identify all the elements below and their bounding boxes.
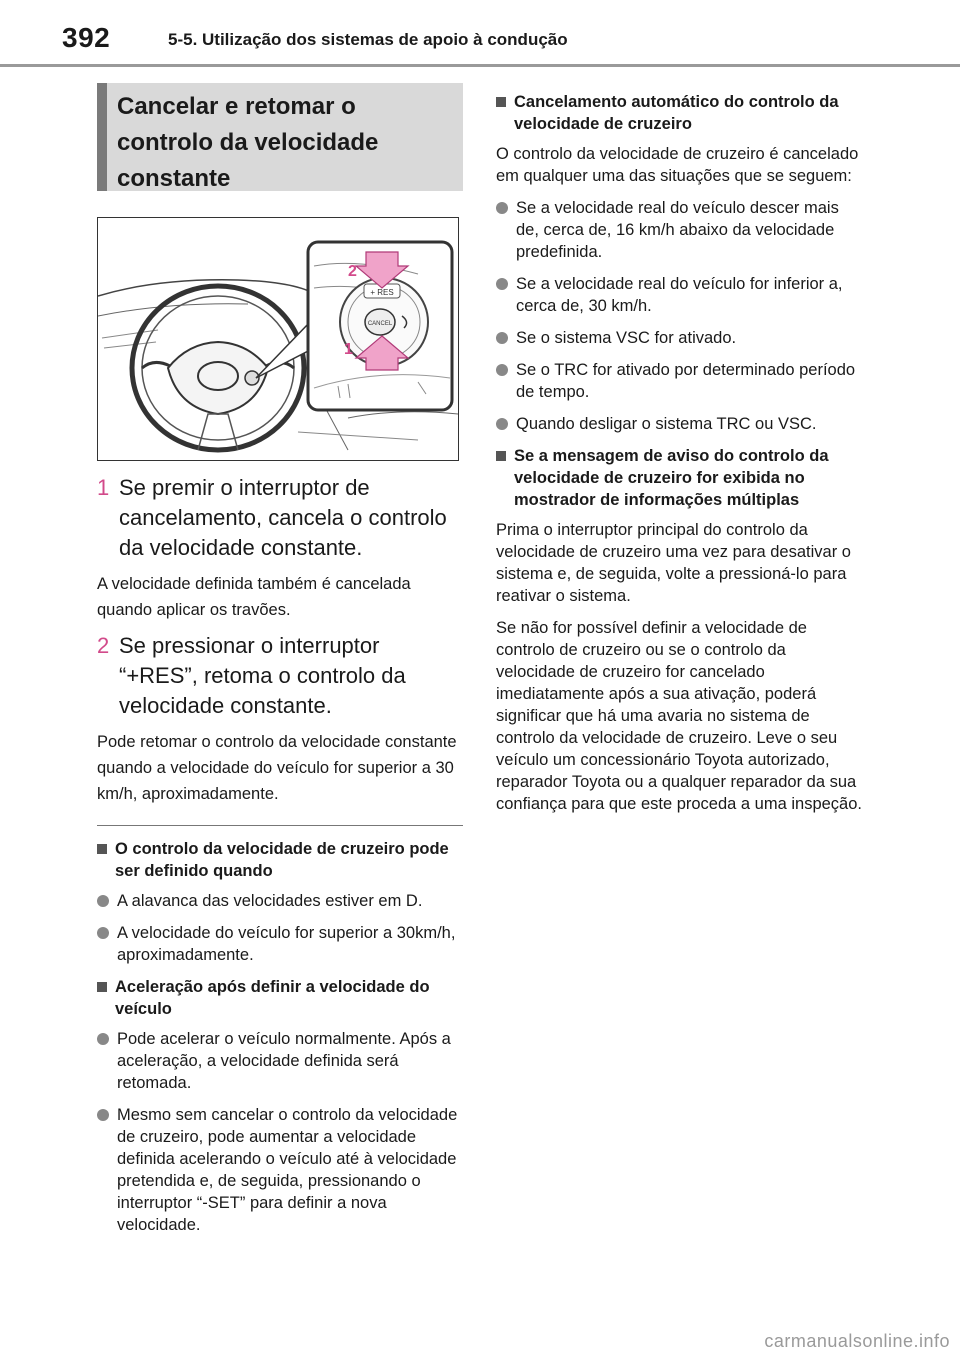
callout-label-2: 2 bbox=[348, 263, 357, 280]
step-text: Se premir o interruptor de cancelamento,… bbox=[119, 475, 447, 560]
step-note: A velocidade definida também é cancelada… bbox=[97, 575, 411, 619]
steering-wheel-drawing: + RES CANCEL 2 1 bbox=[98, 240, 458, 453]
square-bullet-icon bbox=[496, 97, 506, 107]
step-note: Pode retomar o controlo da velocidade co… bbox=[97, 733, 457, 803]
list-item-text: Mesmo sem cancelar o controlo da velocid… bbox=[117, 1106, 458, 1234]
subheading-text: O controlo da velocidade de cruzeiro pod… bbox=[115, 840, 449, 880]
list-item: Se o sistema VSC for ativado. bbox=[496, 327, 864, 349]
circle-bullet-icon bbox=[97, 1033, 109, 1045]
paragraph: Se não for possível definir a velocidade… bbox=[496, 619, 862, 813]
watermark: carmanualsonline.info bbox=[764, 1331, 950, 1351]
res-button-label: + RES bbox=[370, 288, 393, 297]
list-item: Se a velocidade real do veículo descer m… bbox=[496, 197, 864, 263]
step-1: 1 Se premir o interruptor de cancelament… bbox=[97, 473, 463, 563]
square-bullet-icon bbox=[97, 982, 107, 992]
list-item-text: Se o sistema VSC for ativado. bbox=[516, 329, 737, 347]
header-rule bbox=[0, 64, 960, 67]
title-box: Cancelar e retomar o controlo da velocid… bbox=[97, 83, 463, 192]
page-title: Cancelar e retomar o controlo da velocid… bbox=[117, 93, 379, 192]
callout-label-1: 1 bbox=[344, 341, 353, 358]
subheading-text: Se a mensagem de aviso do controlo da ve… bbox=[514, 447, 829, 509]
paragraph: O controlo da velocidade de cruzeiro é c… bbox=[496, 145, 859, 185]
list-item-text: Pode acelerar o veículo normalmente. Apó… bbox=[117, 1030, 451, 1092]
list-item: A velocidade do veículo for superior a 3… bbox=[97, 922, 463, 966]
circle-bullet-icon bbox=[97, 1109, 109, 1121]
subheading: O controlo da velocidade de cruzeiro pod… bbox=[97, 838, 463, 882]
circle-bullet-icon bbox=[496, 202, 508, 214]
left-column: Cancelar e retomar o controlo da velocid… bbox=[97, 83, 463, 1246]
subheading-text: Aceleração após definir a velocidade do … bbox=[115, 978, 430, 1018]
list-item-text: A velocidade do veículo for superior a 3… bbox=[117, 924, 456, 964]
list-item: Pode acelerar o veículo normalmente. Apó… bbox=[97, 1028, 463, 1094]
circle-bullet-icon bbox=[97, 927, 109, 939]
list-item: Se a velocidade real do veículo for infe… bbox=[496, 273, 864, 317]
circle-bullet-icon bbox=[496, 364, 508, 376]
list-item: A alavanca das velocidades estiver em D. bbox=[97, 890, 463, 912]
step-2: 2 Se pressionar o interruptor “+RES”, re… bbox=[97, 631, 463, 721]
list-item-text: Se o TRC for ativado por determinado per… bbox=[516, 361, 856, 401]
steering-wheel-illustration: + RES CANCEL 2 1 bbox=[97, 217, 459, 461]
page-number: 392 bbox=[62, 22, 111, 53]
list-item-text: Se a velocidade real do veículo descer m… bbox=[516, 199, 839, 261]
circle-bullet-icon bbox=[496, 418, 508, 430]
section-divider bbox=[97, 825, 463, 826]
subheading-text: Cancelamento automático do controlo da v… bbox=[514, 93, 839, 133]
section-title: 5-5. Utilização dos sistemas de apoio à … bbox=[168, 30, 568, 49]
list-item: Quando desligar o sistema TRC ou VSC. bbox=[496, 413, 864, 435]
paragraph: Prima o interruptor principal do control… bbox=[496, 521, 851, 605]
right-column: Cancelamento automático do controlo da v… bbox=[496, 83, 864, 825]
list-item-text: Quando desligar o sistema TRC ou VSC. bbox=[516, 415, 817, 433]
subheading: Se a mensagem de aviso do controlo da ve… bbox=[496, 445, 864, 511]
cancel-button-label: CANCEL bbox=[368, 321, 393, 327]
step-number: 1 bbox=[97, 475, 110, 500]
list-item: Mesmo sem cancelar o controlo da velocid… bbox=[97, 1104, 463, 1236]
square-bullet-icon bbox=[97, 844, 107, 854]
circle-bullet-icon bbox=[496, 278, 508, 290]
list-item-text: Se a velocidade real do veículo for infe… bbox=[516, 275, 843, 315]
step-text: Se pressionar o interruptor “+RES”, reto… bbox=[119, 633, 406, 718]
subheading: Aceleração após definir a velocidade do … bbox=[97, 976, 463, 1020]
list-item: Se o TRC for ativado por determinado per… bbox=[496, 359, 864, 403]
subheading: Cancelamento automático do controlo da v… bbox=[496, 91, 864, 135]
circle-bullet-icon bbox=[496, 332, 508, 344]
square-bullet-icon bbox=[496, 451, 506, 461]
page-header: 392 5-5. Utilização dos sistemas de apoi… bbox=[0, 0, 960, 67]
list-item-text: A alavanca das velocidades estiver em D. bbox=[117, 892, 423, 910]
circle-bullet-icon bbox=[97, 895, 109, 907]
step-number: 2 bbox=[97, 633, 110, 658]
